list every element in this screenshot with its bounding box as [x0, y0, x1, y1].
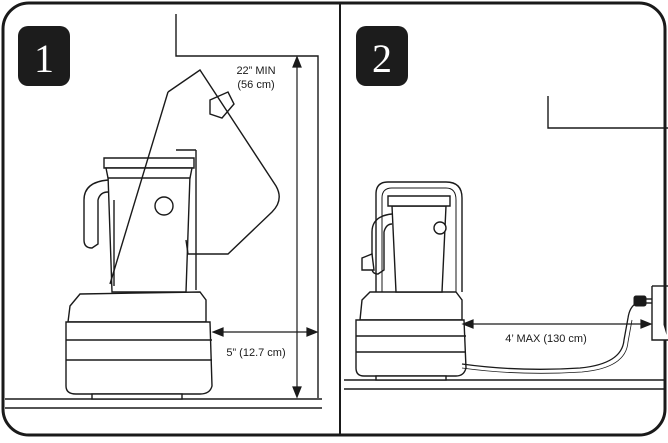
blender-base [355, 291, 467, 381]
step-number: 2 [372, 36, 392, 81]
panel-1: 1 [5, 14, 322, 409]
plug-icon [633, 295, 652, 307]
cabinet-outline [547, 96, 668, 129]
step-badge-2: 2 [356, 26, 408, 86]
panel-2: 2 [344, 26, 668, 390]
step-number: 1 [34, 36, 54, 81]
countertop [5, 398, 322, 409]
blender-base [65, 291, 213, 400]
cabinet-outline [175, 14, 319, 398]
power-cord-shadow [461, 319, 633, 374]
lid-swing-outline [109, 69, 280, 290]
step-badge-1: 1 [18, 26, 70, 86]
clearance-top-label-2: (56 cm) [237, 79, 274, 91]
clearance-back-arrow [211, 327, 319, 337]
blender-jar [361, 195, 451, 293]
wall-outlet [651, 285, 668, 341]
power-cord [461, 301, 641, 370]
clearance-top-label-1: 22” MIN [236, 65, 275, 77]
sound-enclosure [375, 181, 463, 292]
clearance-vertical-arrow [292, 55, 302, 399]
sound-enclosure-inner [381, 187, 457, 292]
clearance-back-label: 5” (12.7 cm) [226, 347, 285, 359]
cord-length-label: 4’ MAX (130 cm) [505, 333, 587, 345]
cord-length-arrow [461, 319, 653, 329]
blender-jar [83, 157, 195, 293]
countertop [344, 379, 664, 390]
